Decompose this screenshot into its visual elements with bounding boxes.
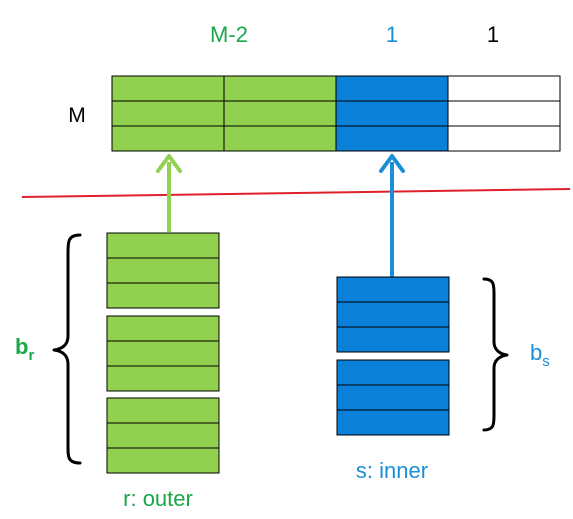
relation-r-block-1 [106,232,220,309]
relation-r-block-3 [106,397,220,474]
relation-r-blocks [106,232,220,474]
right-curly-brace [482,277,509,432]
relation-r-block-count-label: br [15,334,34,364]
relation-s-blocks [336,276,450,436]
memory-output-buffer-count-label: 1 [487,22,499,47]
left-curly-brace [52,233,82,465]
memory-green-buffer-1 [111,75,225,152]
up-arrow-icon [379,154,405,277]
relation-s-block-2 [336,359,450,436]
memory-green-buffer-count-label: M-2 [210,22,248,47]
relation-s-brace-main: b [530,340,542,365]
memory-row-label: M [68,104,86,127]
memory-blue-buffer [335,75,449,152]
relation-r-block-2 [106,315,220,392]
memory-green-buffer-2 [223,75,337,152]
relation-s-brace-sub: s [542,353,550,370]
relation-r-brace-main: b [15,334,28,359]
memory-buffers [111,75,561,152]
relation-s-caption: s: inner [356,458,428,483]
relation-r-caption: r: outer [123,486,193,511]
memory-output-buffer [447,75,561,152]
memory-blue-buffer-count-label: 1 [386,22,398,47]
memory-disk-separator-line [21,188,571,198]
up-arrow-icon [156,154,182,232]
relation-r-brace-sub: r [28,347,34,364]
relation-s-block-1 [336,276,450,353]
relation-s-block-count-label: bs [530,340,550,370]
